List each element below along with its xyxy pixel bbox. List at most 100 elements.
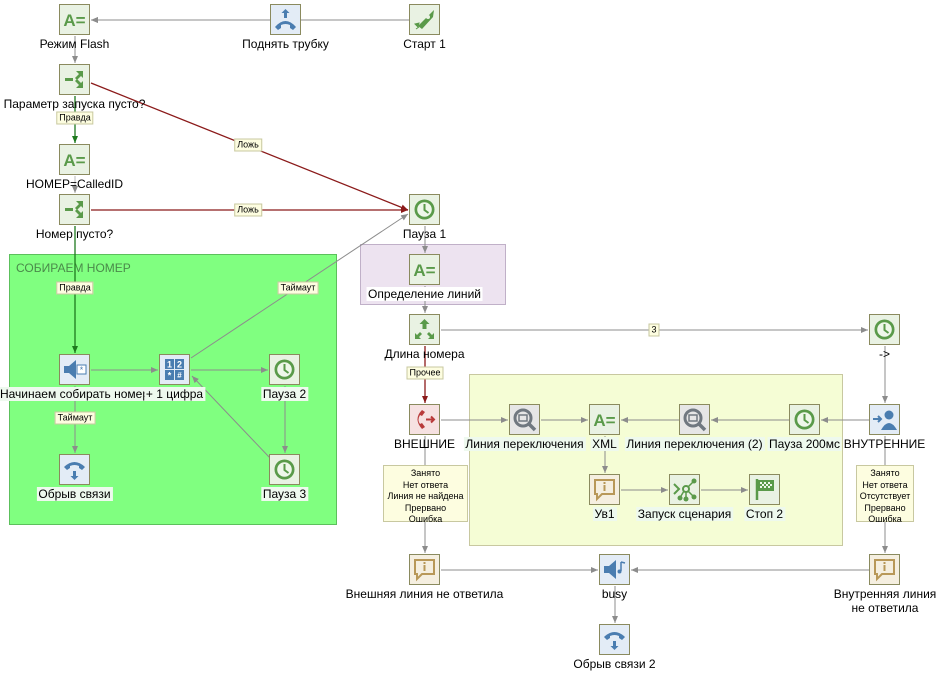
svg-text:2: 2: [177, 360, 182, 370]
node-nomer[interactable]: A=: [59, 144, 90, 175]
edge-label-timeout: Таймаут: [277, 281, 319, 295]
edge-label-false: Ложь: [234, 203, 262, 217]
node-label: Начинаем собирать номер: [0, 387, 152, 401]
node-xml[interactable]: A=: [589, 404, 620, 435]
node-empty[interactable]: [59, 194, 90, 225]
node-param[interactable]: [59, 64, 90, 95]
node-label: Пауза 200мс: [767, 437, 842, 451]
group-title: СОБИРАЕМ НОМЕР: [16, 261, 131, 275]
node-pause200[interactable]: [789, 404, 820, 435]
svg-text:*: *: [168, 371, 172, 381]
pickup-phone-icon: [275, 9, 296, 30]
note-line: Занято: [870, 468, 900, 478]
node-arrow[interactable]: [869, 314, 900, 345]
node-uv1[interactable]: [589, 474, 620, 505]
node-lookup2[interactable]: [679, 404, 710, 435]
node-label: Запуск сценария: [635, 507, 734, 521]
svg-text:A=: A=: [63, 151, 85, 170]
notify-icon: [594, 479, 615, 502]
node-label: Внешняя линия не ответила: [345, 587, 504, 601]
node-label: Параметр запуска пусто?: [3, 97, 146, 111]
node-hangup2[interactable]: [599, 624, 630, 655]
lookup-icon: [513, 408, 537, 432]
hangup-icon: [64, 462, 85, 480]
note-line: Ошибка: [868, 514, 902, 524]
node-label: Пауза 1: [402, 227, 447, 241]
node-label: ->: [878, 347, 891, 361]
edge-label-timeout: Таймаут: [54, 411, 96, 425]
node-label: Поднять трубку: [242, 37, 329, 51]
node-int[interactable]: [869, 404, 900, 435]
node-label: ВНЕШНИЕ: [394, 437, 455, 451]
notify-icon: [414, 559, 435, 582]
node-lines[interactable]: A=: [409, 254, 440, 285]
assign-icon: A=: [63, 151, 85, 170]
node-runscript[interactable]: [669, 474, 700, 505]
node-label: Линия переключения: [463, 437, 586, 451]
note-line: Прервано: [404, 502, 447, 513]
node-startcollect[interactable]: *: [59, 354, 90, 385]
node-lookup1[interactable]: [509, 404, 540, 435]
edge-label-three: 3: [648, 323, 660, 337]
node-label: Пауза 2: [260, 387, 309, 401]
node-len[interactable]: [409, 314, 440, 345]
svg-text:A=: A=: [593, 411, 615, 430]
note-line: Прервано: [864, 502, 906, 513]
node-hangup1[interactable]: [59, 454, 90, 485]
node-label: Режим Flash: [39, 37, 110, 51]
svg-text:*: *: [80, 365, 84, 375]
clock-icon: [794, 409, 815, 430]
node-pause3[interactable]: [269, 454, 300, 485]
notify-icon: [874, 559, 895, 582]
note-ext-results: Занято Нет ответа Линия не найдена Прерв…: [383, 465, 468, 524]
edge-label-other: Прочее: [406, 366, 444, 380]
note-line: Нет ответа: [862, 479, 908, 490]
clock-icon: [414, 199, 435, 220]
script-run-icon: [673, 478, 697, 502]
speaker-star-icon: *: [64, 360, 87, 379]
node-label: Стоп 2: [743, 507, 786, 521]
node-label: Номер пусто?: [35, 227, 114, 241]
svg-text:A=: A=: [63, 11, 85, 30]
edge-label-false: Ложь: [234, 138, 262, 152]
note-line: Ошибка: [408, 514, 443, 524]
branch-icon: [65, 71, 83, 88]
node-label: XML: [590, 437, 619, 451]
node-pause1[interactable]: [409, 194, 440, 225]
node-label: Обрыв связи: [36, 487, 113, 501]
node-label: Ув1: [592, 507, 617, 521]
node-label: НОМЕР=CalledID: [25, 177, 124, 191]
speaker-note-icon: [604, 560, 626, 579]
assign-icon: A=: [63, 11, 85, 30]
user-transfer-icon: [873, 410, 897, 430]
edge-label-true: Правда: [56, 111, 94, 125]
note-line: Отсутствует: [859, 491, 911, 501]
node-flash[interactable]: A=: [59, 4, 90, 35]
node-stop2[interactable]: [749, 474, 780, 505]
switch-icon: [415, 319, 434, 339]
node-start[interactable]: [409, 4, 440, 35]
clock-icon: [874, 319, 895, 340]
node-extfail[interactable]: [409, 554, 440, 585]
assign-icon: A=: [593, 411, 615, 430]
node-busy[interactable]: [599, 554, 630, 585]
node-label: Старт 1: [403, 37, 446, 51]
note-line: Линия не найдена: [387, 491, 464, 501]
note-line: Занято: [410, 468, 441, 478]
node-intfail[interactable]: [869, 554, 900, 585]
node-label: Длина номера: [384, 347, 465, 361]
node-pickup[interactable]: [270, 4, 301, 35]
branch-icon: [65, 201, 83, 218]
node-label: Определение линий: [366, 287, 483, 301]
hangup-icon: [604, 632, 625, 650]
clock-icon: [274, 459, 295, 480]
rocket-icon: [414, 10, 434, 30]
node-ext[interactable]: [409, 404, 440, 435]
finish-flag-icon: [755, 479, 774, 500]
note-int-results: Занято Нет ответа Отсутствует Прервано О…: [856, 465, 914, 524]
transfer-call-icon: [417, 410, 436, 429]
node-pause2[interactable]: [269, 354, 300, 385]
